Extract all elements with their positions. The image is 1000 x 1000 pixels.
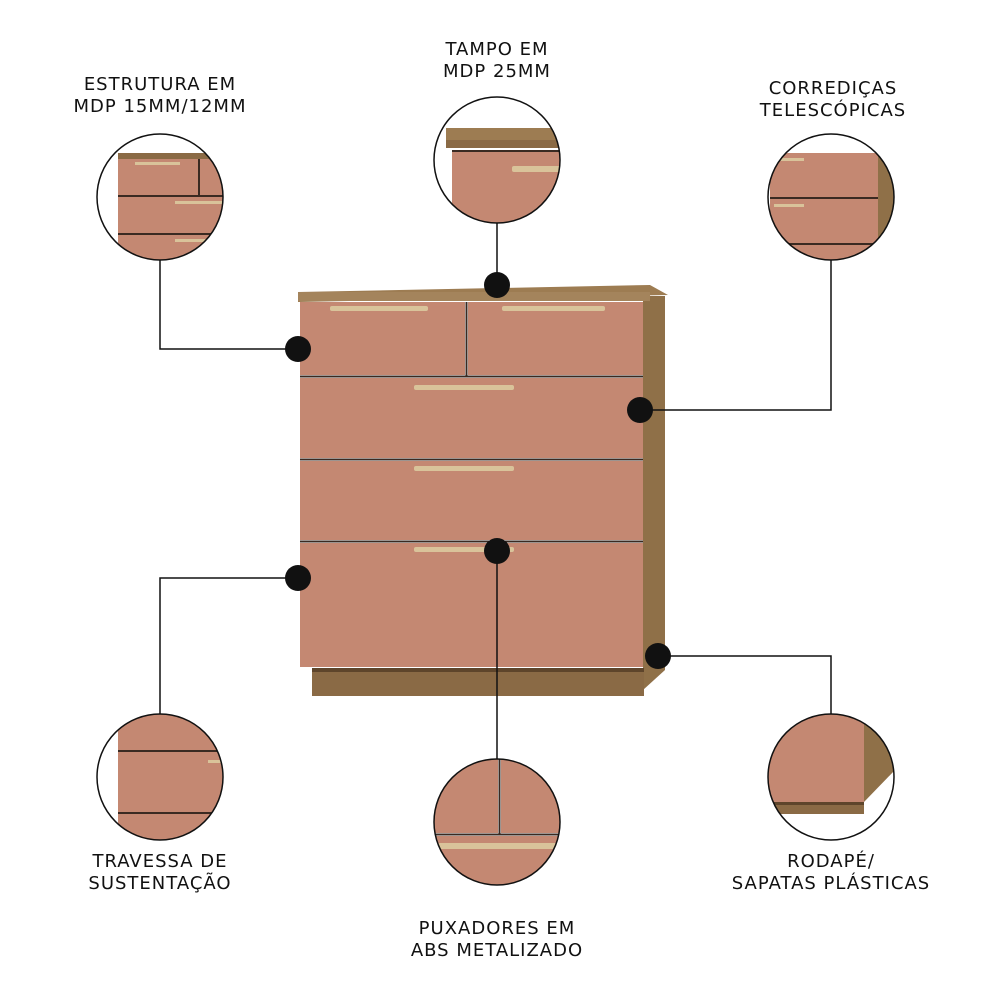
chest-plinth — [312, 668, 644, 696]
dot-puxadores — [484, 538, 510, 564]
label-rodape-line1: RODAPÉ/ — [787, 851, 875, 872]
leader-line-rodape — [658, 655, 832, 714]
leader-line-estrutura — [159, 260, 298, 350]
dot-corredicas — [627, 397, 653, 423]
detail-puxadores — [433, 758, 561, 886]
detail-circle-border — [96, 133, 224, 261]
callout-dots — [285, 272, 671, 669]
dot-tampo — [484, 272, 510, 298]
label-corredicas-line1: CORREDIÇAS — [768, 78, 898, 99]
label-estrutura-line2: MDP 15MM/12MM — [73, 96, 247, 117]
dot-estrutura — [285, 336, 311, 362]
label-puxadores-line2: ABS METALIZADO — [410, 940, 584, 961]
label-estrutura: ESTRUTURA EM MDP 15MM/12MM — [40, 74, 280, 118]
label-tampo-line2: MDP 25MM — [443, 61, 551, 82]
detail-travessa — [96, 713, 224, 841]
drawer-handle — [330, 306, 428, 311]
drawer-bottom — [300, 543, 643, 667]
drawer-handle — [502, 306, 605, 311]
drawer-handle — [414, 466, 514, 471]
drawer-top-left — [300, 302, 465, 375]
chest-side-panel — [643, 296, 665, 690]
label-tampo: TAMPO EM MDP 25MM — [377, 39, 617, 83]
chest-top-edge — [298, 292, 650, 301]
detail-circle-border — [767, 133, 895, 261]
detail-estrutura — [96, 133, 224, 261]
label-corredicas-line2: TELESCÓPICAS — [759, 100, 907, 121]
label-tampo-line1: TAMPO EM — [445, 39, 549, 60]
dot-rodape — [645, 643, 671, 669]
label-travessa-line1: TRAVESSA DE — [92, 851, 228, 872]
drawer-third — [300, 461, 643, 540]
chest-plinth-shadow — [312, 668, 644, 672]
detail-rodape — [767, 713, 895, 841]
label-rodape: RODAPÉ/ SAPATAS PLÁSTICAS — [706, 851, 956, 895]
leader-lines — [159, 223, 832, 759]
drawer-handle — [414, 385, 514, 390]
detail-circle-border — [96, 713, 224, 841]
detail-circle-border — [433, 758, 561, 886]
detail-circle-border — [433, 96, 561, 224]
detail-corredicas — [767, 133, 895, 261]
drawer-top-right — [468, 302, 643, 375]
drawer-second — [300, 378, 643, 458]
label-travessa-line2: SUSTENTAÇÃO — [88, 873, 232, 894]
detail-circle-border — [767, 713, 895, 841]
label-puxadores: PUXADORES EM ABS METALIZADO — [362, 918, 632, 962]
label-puxadores-line1: PUXADORES EM — [418, 918, 576, 939]
label-corredicas: CORREDIÇAS TELESCÓPICAS — [713, 78, 953, 122]
label-rodape-line2: SAPATAS PLÁSTICAS — [731, 873, 931, 894]
chest-of-drawers — [298, 285, 668, 696]
label-travessa: TRAVESSA DE SUSTENTAÇÃO — [40, 851, 280, 895]
detail-tampo — [433, 96, 561, 224]
label-estrutura-line1: ESTRUTURA EM — [83, 74, 237, 95]
dot-travessa — [285, 565, 311, 591]
leader-line-travessa — [159, 577, 298, 714]
leader-line-corredicas — [640, 260, 832, 411]
